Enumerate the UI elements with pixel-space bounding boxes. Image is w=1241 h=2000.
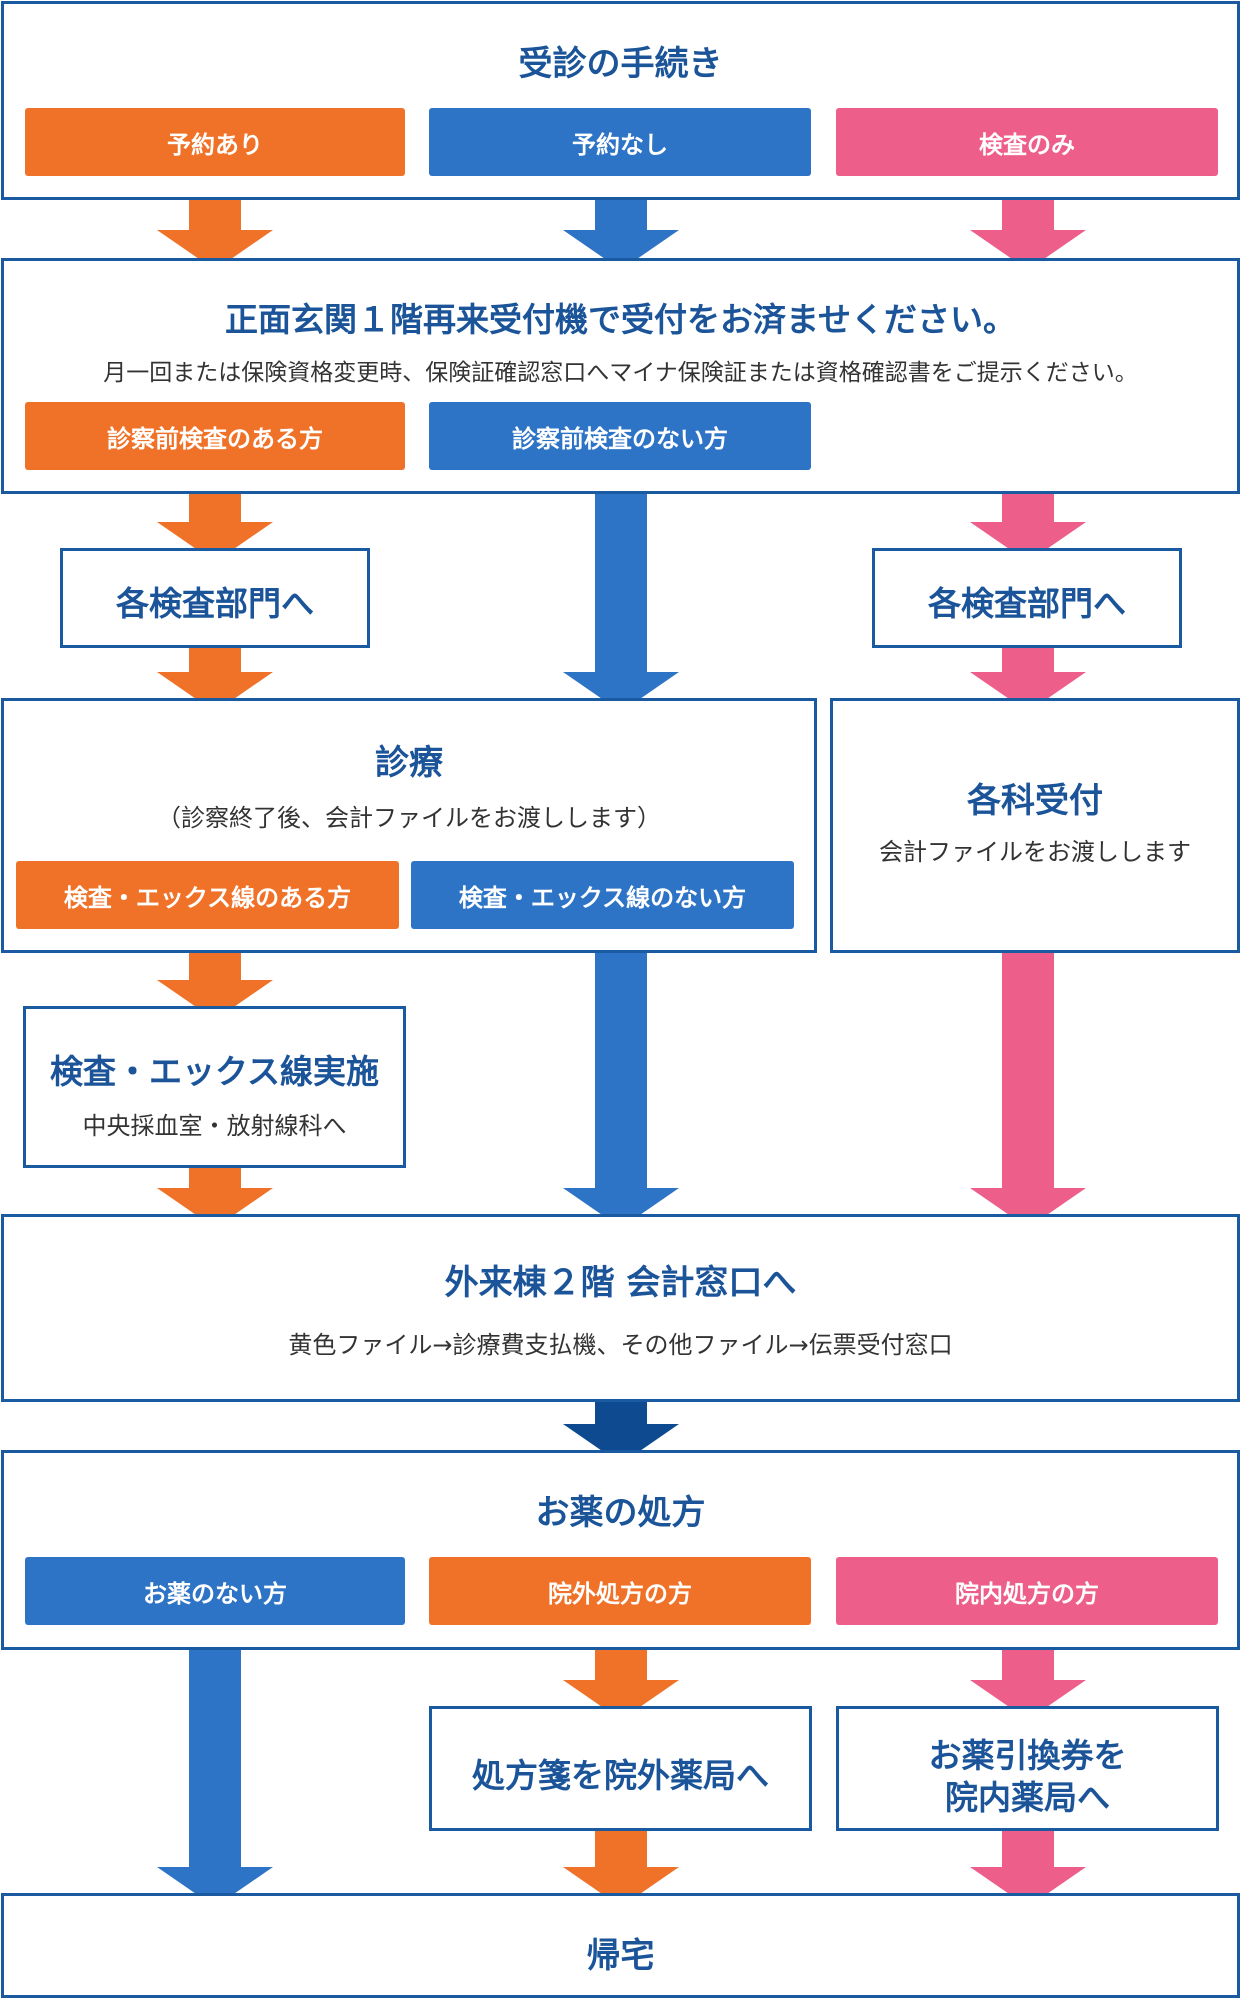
prescription-title: お薬の処方 — [535, 1493, 706, 1533]
dept-reception-box: 各科受付 会計ファイルをお渡しします — [830, 698, 1240, 953]
cashier-box: 外来棟２階 会計窓口へ 黄色ファイル→診療費支払機、その他ファイル→伝票受付窓口 — [1, 1214, 1240, 1402]
dept-left-box: 各検査部門へ — [60, 548, 370, 648]
arrow-test-only — [970, 170, 1086, 270]
tab-no-medicine: お薬のない方 — [25, 1557, 405, 1625]
procedure-title: 受診の手続き — [518, 44, 723, 84]
tab-without-xray: 検査・エックス線のない方 — [411, 861, 794, 929]
consultation-sub: （診察終了後、会計ファイルをお渡しします） — [157, 804, 661, 832]
tab-outside-prescription: 院外処方の方 — [429, 1557, 811, 1625]
arrow-cashier-to-prescription — [563, 1396, 679, 1464]
inside-pharmacy-line2: 院内薬局へ — [945, 1778, 1110, 1817]
tab-no-reservation: 予約なし — [429, 108, 811, 176]
tab-with-xray: 検査・エックス線のある方 — [16, 861, 399, 929]
arrow-with-xray — [157, 924, 273, 1020]
arrow-right-dept — [970, 465, 1086, 562]
arrow-outside-prescription — [563, 1620, 679, 1720]
inside-pharmacy-box: お薬引換券を 院内薬局へ — [836, 1706, 1219, 1831]
dept-reception-title: 各科受付 — [967, 781, 1103, 821]
xray-title: 検査・エックス線実施 — [49, 1052, 379, 1091]
dept-right-label: 各検査部門へ — [928, 584, 1126, 623]
arrow-no-medicine — [157, 1620, 273, 1907]
arrow-dept-to-reception — [970, 642, 1086, 712]
arrow-xray-to-cashier — [157, 1162, 273, 1228]
tab-pre-exam-test: 診察前検査のある方 — [25, 402, 405, 470]
arrow-reserved — [157, 170, 273, 270]
arrow-pre-test — [157, 465, 273, 562]
dept-left-label: 各検査部門へ — [116, 584, 314, 623]
cashier-title: 外来棟２階 会計窓口へ — [444, 1263, 797, 1303]
consultation-title: 診療 — [375, 743, 443, 783]
arrow-no-reservation — [563, 170, 679, 270]
dept-reception-sub: 会計ファイルをお渡しします — [879, 838, 1191, 866]
tab-test-only: 検査のみ — [836, 108, 1218, 176]
dept-right-box: 各検査部門へ — [872, 548, 1182, 648]
arrow-without-xray — [563, 924, 679, 1228]
arrow-inside-to-home — [970, 1825, 1086, 1907]
arrow-inside-prescription — [970, 1620, 1086, 1720]
inside-pharmacy-line1: お薬引換券を — [928, 1736, 1127, 1775]
cashier-sub: 黄色ファイル→診療費支払機、その他ファイル→伝票受付窓口 — [288, 1331, 953, 1359]
tab-reserved: 予約あり — [25, 108, 405, 176]
home-label: 帰宅 — [586, 1936, 655, 1976]
outside-pharmacy-box: 処方箋を院外薬局へ — [429, 1706, 812, 1831]
xray-box: 検査・エックス線実施 中央採血室・放射線科へ — [23, 1006, 406, 1168]
tab-no-pre-exam-test: 診察前検査のない方 — [429, 402, 811, 470]
xray-sub: 中央採血室・放射線科へ — [82, 1112, 347, 1140]
arrow-reception-to-cashier — [970, 920, 1086, 1228]
reception-title: 正面玄関１階再来受付機で受付をお済ませください。 — [224, 300, 1016, 339]
outside-pharmacy-label: 処方箋を院外薬局へ — [472, 1756, 769, 1795]
tab-inside-prescription: 院内処方の方 — [836, 1557, 1218, 1625]
reception-note: 月一回または保険資格変更時、保険証確認窓口へマイナ保険証または資格確認書をご提示… — [103, 360, 1138, 386]
arrow-dept-to-consult — [157, 642, 273, 712]
arrow-outside-to-home — [563, 1825, 679, 1907]
home-box: 帰宅 — [1, 1893, 1240, 1998]
arrow-no-pre-test — [563, 465, 679, 712]
